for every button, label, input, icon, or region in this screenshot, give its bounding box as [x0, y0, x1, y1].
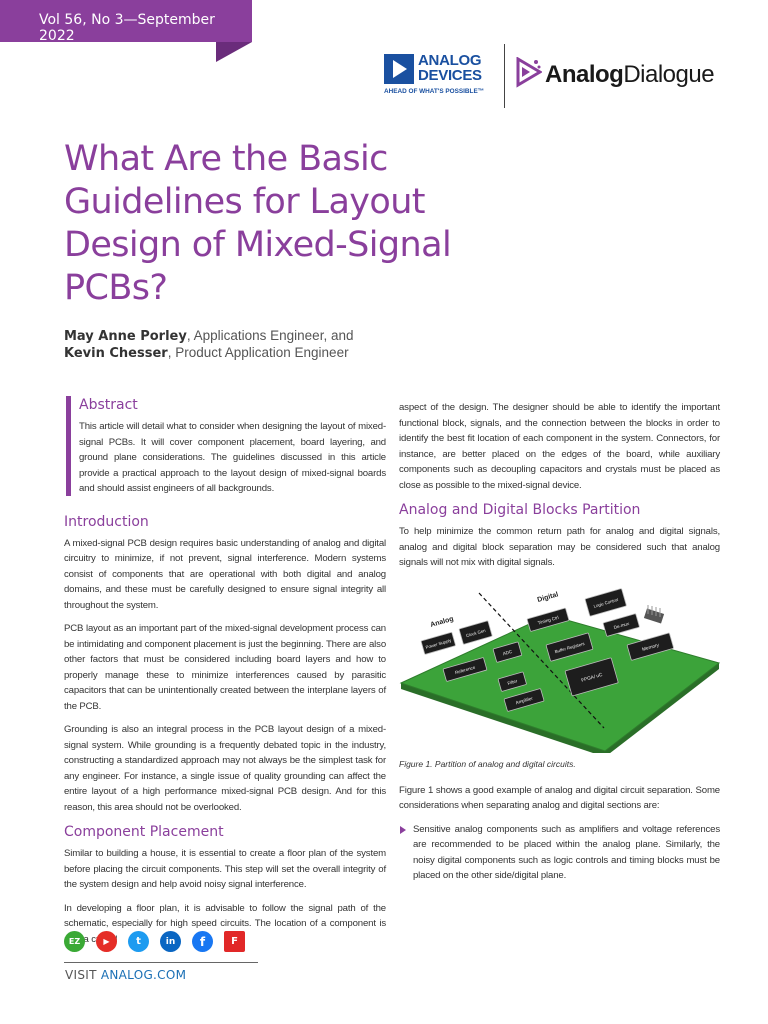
pcb-illustration: Analog Digital Power Supply Clock Gen AD…	[399, 587, 720, 753]
chip-amplifier: Amplifier	[503, 687, 545, 712]
bullet-arrow-icon	[400, 825, 406, 834]
analog-label: Analog	[430, 615, 455, 628]
logo-word-analog: ANALOG	[418, 52, 482, 69]
flipboard-icon[interactable]: F	[224, 931, 245, 952]
facebook-icon[interactable]: f	[192, 931, 213, 952]
linkedin-icon[interactable]: in	[160, 931, 181, 952]
bullet-text: Sensitive analog components such as ampl…	[413, 823, 720, 882]
paragraph: In developing a floor plan, it is advisa…	[64, 902, 386, 945]
banner-flap	[216, 42, 252, 62]
chip-timing-ctrl: Timing Ctrl	[526, 607, 570, 632]
chip-label: De-mux	[613, 620, 630, 629]
paragraph: PCB layout as an important part of the m…	[64, 623, 386, 712]
author-line: Kevin Chesser, Product Application Engin…	[64, 345, 349, 361]
twitter-icon[interactable]: t	[128, 931, 149, 952]
pin-header	[643, 604, 665, 624]
paragraph: To help minimize the common return path …	[399, 526, 720, 568]
youtube-icon[interactable]: ▶	[96, 931, 117, 952]
author-role: , Applications Engineer, and	[186, 328, 354, 343]
chip-label: Logic Control	[593, 596, 619, 608]
visit-prefix: VISIT	[65, 968, 101, 982]
chip-label: Clock Gen	[465, 627, 486, 638]
chip-clock-gen: Clock Gen	[458, 620, 493, 645]
analog-dialogue-wordmark: AnalogDialogue	[545, 61, 715, 89]
chip-label: Memory	[641, 642, 660, 653]
footer-rule	[64, 962, 258, 963]
chip-reference: Reference	[442, 656, 488, 682]
chip-buffer-registers: Buffer Registers	[545, 632, 594, 662]
chip-label: Timing Ctrl	[537, 614, 559, 625]
author-name: Kevin Chesser	[64, 346, 168, 361]
chip-fpga-uc: FPGA/ uC	[564, 657, 619, 696]
chip-label: Amplifier	[515, 695, 534, 705]
analog-dialogue-logo[interactable]: AnalogDialogue	[516, 55, 726, 95]
analog-devices-mark-icon	[384, 54, 414, 84]
chip-memory: Memory	[626, 632, 674, 661]
paragraph: A mixed-signal PCB design requires basic…	[64, 537, 386, 611]
issue-label: Vol 56, No 3—September 2022	[39, 12, 215, 44]
paragraph: Similar to building a house, it is essen…	[64, 848, 386, 890]
issue-banner: Vol 56, No 3—September 2022	[0, 0, 252, 44]
figure-caption: Figure 1. Partition of analog and digita…	[399, 758, 576, 769]
analog-dialogue-mark-icon	[516, 56, 543, 94]
analog-devices-logo[interactable]: ANALOG DEVICES AHEAD OF WHAT'S POSSIBLE™	[384, 52, 499, 100]
author-role: , Product Application Engineer	[167, 345, 349, 360]
chip-label: ADC	[502, 648, 513, 656]
component-placement-heading: Component Placement	[64, 824, 224, 840]
site-link[interactable]: ANALOG.COM	[100, 968, 187, 982]
chip-filter: Filter	[497, 671, 527, 692]
abstract-heading: Abstract	[79, 397, 138, 413]
wordmark-light: Dialogue	[623, 61, 715, 88]
chip-label: FPGA/ uC	[581, 671, 604, 683]
chip-power-supply: Power Supply	[420, 631, 456, 655]
visit-line: VISIT ANALOG.COM	[65, 968, 186, 982]
ez-icon[interactable]: EZ	[64, 931, 85, 952]
paragraph: Grounding is also an integral process in…	[64, 724, 386, 813]
digital-label: Digital	[537, 591, 560, 604]
analog-devices-wordmark: ANALOG DEVICES	[418, 53, 482, 83]
partition-heading: Analog and Digital Blocks Partition	[399, 502, 641, 518]
bullet-item: Sensitive analog components such as ampl…	[399, 822, 720, 884]
abstract-accent-bar	[66, 396, 71, 496]
article-title: What Are the Basic Guidelines for Layout…	[64, 139, 452, 308]
logo-divider	[504, 44, 505, 108]
chip-demux: De-mux	[602, 612, 640, 637]
introduction-section: Introduction A mixed-signal PCB design r…	[64, 513, 386, 816]
logo-tagline: AHEAD OF WHAT'S POSSIBLE™	[384, 88, 485, 95]
left-column: Abstract This article will detail what t…	[64, 396, 386, 955]
author-name: May Anne Porley	[64, 329, 187, 344]
logo-word-devices: DEVICES	[418, 67, 482, 84]
chip-adc: ADC	[492, 641, 523, 663]
paragraph: Figure 1 shows a good example of analog …	[399, 784, 720, 812]
pcb-partition-figure: Analog Digital Power Supply Clock Gen AD…	[399, 583, 720, 753]
introduction-heading: Introduction	[64, 513, 149, 530]
author-line: May Anne Porley, Applications Engineer, …	[64, 328, 353, 344]
paragraph: aspect of the design. The designer shoul…	[399, 402, 720, 491]
abstract-text: This article will detail what to conside…	[79, 421, 386, 494]
social-icons: EZ ▶ t in f F	[64, 931, 245, 952]
component-placement-section: Component Placement Similar to building …	[64, 823, 386, 947]
chip-logic-control: Logic Control	[584, 587, 627, 616]
chip-label: Reference	[454, 664, 476, 675]
wordmark-bold: Analog	[545, 61, 624, 88]
right-column: aspect of the design. The designer shoul…	[399, 400, 720, 892]
chip-label: Filter	[507, 678, 518, 686]
abstract-section: Abstract This article will detail what t…	[64, 396, 386, 497]
